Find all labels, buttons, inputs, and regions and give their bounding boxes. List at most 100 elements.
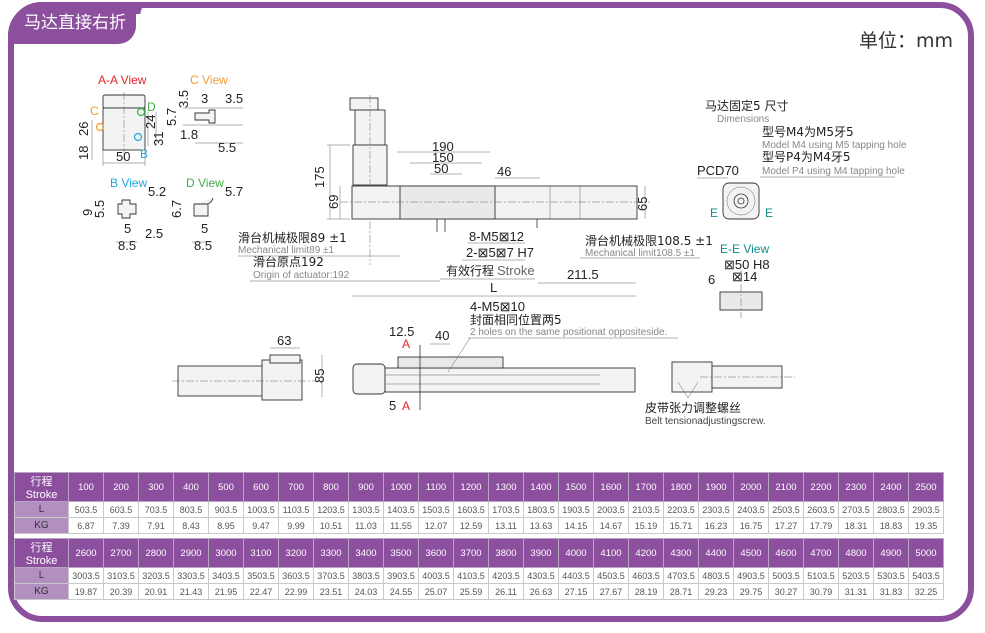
weight-cell: 29.23	[698, 583, 734, 600]
stroke-cell: 4300	[663, 538, 699, 568]
svg-text:8.5: 8.5	[118, 238, 136, 253]
svg-text:1.8: 1.8	[180, 127, 198, 142]
stroke-cell: 1800	[663, 472, 699, 502]
stroke-cell: 2000	[733, 472, 769, 502]
aa-view-label: A-A View	[98, 73, 147, 87]
stroke-cell: 4900	[873, 538, 909, 568]
svg-text:50: 50	[116, 149, 130, 164]
svg-text:⊠50 H8: ⊠50 H8	[724, 257, 770, 272]
svg-text:8-M5⊠12: 8-M5⊠12	[469, 229, 524, 244]
svg-text:5: 5	[124, 221, 131, 236]
aa-view: A-A View C D B 26 18 50 24 31	[76, 73, 166, 166]
length-cell: 1803.5	[523, 501, 559, 518]
svg-text:Mechanical limit89 ±1: Mechanical limit89 ±1	[238, 245, 335, 256]
weight-cell: 28.71	[663, 583, 699, 600]
svg-text:滑台原点192: 滑台原点192	[253, 254, 324, 269]
top-view: 12.5 40 5 A A 4-M5⊠10 封面相同位置两5 2 holes o…	[352, 299, 678, 413]
b-view-label: B View	[110, 176, 147, 190]
svg-text:⊠14: ⊠14	[732, 269, 757, 284]
top-motor-plate	[352, 363, 386, 395]
stroke-cell: 2100	[768, 472, 804, 502]
stroke-cell: 1400	[523, 472, 559, 502]
length-cell: 2803.5	[873, 501, 909, 518]
svg-text:211.5: 211.5	[567, 267, 599, 282]
svg-text:69: 69	[326, 195, 341, 209]
marker-b-circle	[133, 132, 143, 142]
length-cell: 4603.5	[628, 567, 664, 584]
length-cell: 5003.5	[768, 567, 804, 584]
length-cell: 5103.5	[803, 567, 839, 584]
svg-text:24: 24	[143, 115, 158, 129]
stroke-cell: 4800	[838, 538, 874, 568]
length-cell: 5203.5	[838, 567, 874, 584]
weight-cell: 24.03	[348, 583, 384, 600]
stroke-cell: 5000	[908, 538, 944, 568]
svg-text:5.7: 5.7	[225, 184, 243, 199]
weight-cell: 19.35	[908, 517, 944, 534]
svg-text:5.5: 5.5	[218, 140, 236, 155]
length-cell: 3603.5	[278, 567, 314, 584]
weight-cell: 20.91	[138, 583, 174, 600]
length-cell: 4503.5	[593, 567, 629, 584]
svg-text:皮带张力调整螺丝: 皮带张力调整螺丝	[645, 400, 741, 415]
weight-cell: 14.67	[593, 517, 629, 534]
stroke-cell: 3800	[488, 538, 524, 568]
stroke-cell: 4100	[593, 538, 629, 568]
stroke-cell: 4000	[558, 538, 594, 568]
svg-text:E: E	[710, 206, 718, 220]
stroke-cell: 1500	[558, 472, 594, 502]
weight-cell: 15.71	[663, 517, 699, 534]
length-cell: 1003.5	[243, 501, 279, 518]
weight-cell: 14.15	[558, 517, 594, 534]
length-cell: 503.5	[68, 501, 104, 518]
length-cell: 3303.5	[173, 567, 209, 584]
svg-text:滑台机械极限89 ±1: 滑台机械极限89 ±1	[238, 230, 347, 245]
length-cell: 2903.5	[908, 501, 944, 518]
weight-cell: 17.79	[803, 517, 839, 534]
weight-cell: 22.99	[278, 583, 314, 600]
svg-text:5.5: 5.5	[92, 200, 107, 218]
stroke-cell: 2800	[138, 538, 174, 568]
slider-carriage	[399, 185, 496, 220]
length-cell: 2403.5	[733, 501, 769, 518]
svg-text:190: 190	[432, 139, 454, 154]
svg-text:5.2: 5.2	[148, 184, 166, 199]
svg-text:18: 18	[76, 146, 91, 160]
svg-text:175: 175	[312, 166, 327, 188]
svg-text:3: 3	[201, 91, 208, 106]
weight-cell: 7.39	[103, 517, 139, 534]
svg-text:型号P4为M4牙5: 型号P4为M4牙5	[762, 150, 851, 164]
row-label-weight: KG	[14, 517, 69, 534]
svg-text:E: E	[765, 206, 773, 220]
length-cell: 3803.5	[348, 567, 384, 584]
marker-c-circle	[95, 122, 105, 132]
page-frame	[8, 2, 974, 622]
weight-cell: 21.43	[173, 583, 209, 600]
stroke-cell: 4400	[698, 538, 734, 568]
weight-cell: 26.11	[488, 583, 524, 600]
length-cell: 2103.5	[628, 501, 664, 518]
unit-label: 单位：mm	[858, 30, 953, 52]
weight-cell: 29.75	[733, 583, 769, 600]
weight-cell: 12.07	[418, 517, 454, 534]
length-cell: 2203.5	[663, 501, 699, 518]
motor-mount-view: 马达固定5 尺寸 Dimensions 型号M4为M5牙5 Model M4 u…	[697, 98, 907, 220]
weight-cell: 23.51	[313, 583, 349, 600]
stroke-cell: 4600	[768, 538, 804, 568]
stroke-cell: 4700	[803, 538, 839, 568]
d-view: D View 5.7 6.7 5 8.5	[169, 176, 243, 253]
svg-text:3.5: 3.5	[225, 91, 243, 106]
stroke-cell: 1900	[698, 472, 734, 502]
length-cell: 2503.5	[768, 501, 804, 518]
stroke-cell: 100	[68, 472, 104, 502]
end-view: 皮带张力调整螺丝 Belt tensionadjustingscrew.	[645, 361, 795, 427]
svg-text:Model M4 using M5 tapping hole: Model M4 using M5 tapping hole	[762, 140, 907, 151]
svg-text:Origin of actuator:192: Origin of actuator:192	[253, 270, 350, 281]
weight-cell: 32.25	[908, 583, 944, 600]
stroke-cell: 200	[103, 472, 139, 502]
weight-cell: 20.39	[103, 583, 139, 600]
weight-cell: 12.59	[453, 517, 489, 534]
svg-text:2-⊠5⊠7 H7: 2-⊠5⊠7 H7	[466, 245, 534, 260]
